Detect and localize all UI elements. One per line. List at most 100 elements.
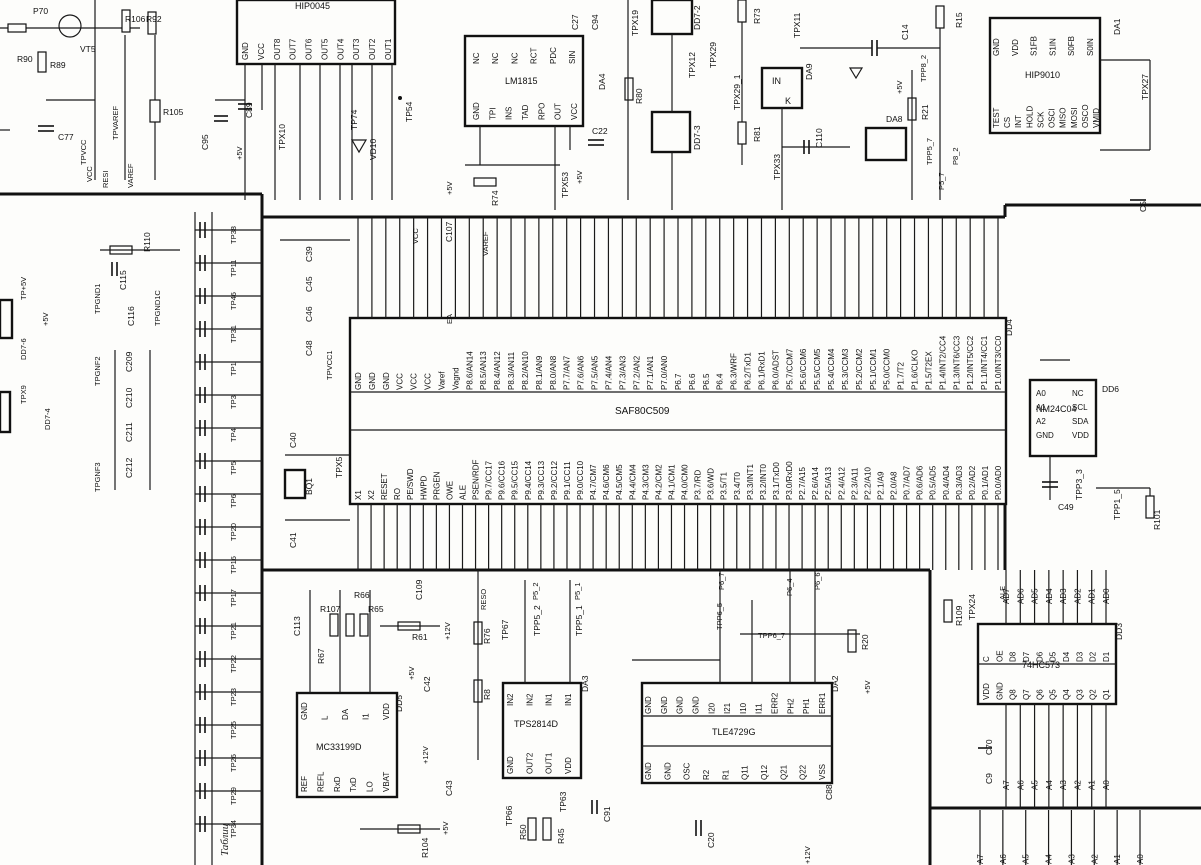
hip0045-pin-5: OUT5	[320, 38, 329, 60]
hip9010-top-pin-3: S1IN	[1048, 38, 1057, 56]
saf-top-pin-12: P8.2/AN10	[521, 351, 530, 390]
c22-label: C22	[592, 126, 608, 136]
tpx24-label: TPX24	[967, 594, 977, 620]
dd7-area: DD7-2 DD7-3 TPX19 R80 TPX12 TPX29 TPX29_…	[624, 0, 908, 210]
tle4729-bot-pin-2: OSC	[683, 762, 692, 780]
hc573-bot-pin-7: Q3	[1075, 689, 1084, 700]
tp-left-6: TP4	[229, 428, 238, 442]
da9-in: IN	[772, 76, 781, 86]
saf-top-pin-43: P1.3/INT6/CC3	[952, 335, 961, 390]
hc573-top-pin-7: D3	[1075, 651, 1084, 662]
vd10-diode	[350, 139, 368, 154]
c14-label: C14	[900, 24, 910, 40]
saf-top-pin-3: VCC	[396, 373, 405, 390]
saf-bot-pin-29: P3.4/T0	[733, 471, 742, 500]
tpgnd1-net: TPGND1	[93, 284, 102, 314]
p70-label: P70	[33, 6, 48, 16]
saf-bot-pin-44: P0.5/AD5	[929, 465, 938, 500]
c49-label: C49	[1058, 502, 1074, 512]
vcc-net-a: VCC	[85, 166, 94, 182]
hip9010-ref: DA1	[1112, 18, 1122, 35]
c46-label: C46	[304, 306, 314, 322]
c41-label: C41	[288, 532, 298, 548]
tle4729-bot-pin-5: Q11	[741, 765, 750, 780]
saf-top-pin-36: P5.2/CCM2	[855, 348, 864, 390]
saf-top-pin-21: P7.1/AN1	[646, 355, 655, 390]
nm24c04-right-pin-0: NC	[1072, 389, 1084, 398]
saf-supply: C39 C45 C46 C48 TPVCC1 VCC C107 VAREF EA…	[280, 221, 490, 548]
r73-resistor	[737, 0, 747, 23]
tp-left-8: TP6	[229, 494, 238, 508]
tp-left-5: TP3	[229, 395, 238, 409]
saf-bot-pin-1: X2	[367, 490, 376, 500]
c42-label: C42	[422, 676, 432, 692]
c115-label: C115	[118, 270, 128, 290]
mc33199-bot-pin-2: RxD	[333, 776, 342, 792]
p12v-tps: +12V	[421, 746, 430, 764]
frame-lines	[0, 192, 1201, 865]
hip9010-bot-pin-2: INT	[1014, 115, 1023, 128]
c70-label: C70	[984, 739, 994, 755]
saf-bot-pin-32: P3.1/TxD0	[772, 462, 781, 500]
tps2814-top-pin-1: IN2	[525, 693, 534, 706]
r74-resistor	[473, 177, 497, 187]
tpx11-label: TPX11	[792, 12, 802, 38]
tpx27-label: TPX27	[1140, 74, 1150, 100]
hip9010-bot-pin-4: SCK	[1036, 111, 1045, 128]
varef-net-b: VAREF	[481, 231, 490, 256]
vt5-area: R90 R89 P70 VT5 R106 R92 R105 C77 TPVCC …	[0, 0, 184, 188]
r73-label: R73	[752, 8, 762, 24]
tpgnf2-net: TPGNF2	[93, 356, 102, 386]
saf-bot-pin-49: P0.0/AD0	[994, 465, 1003, 500]
tps2814-bot-pin-2: OUT1	[545, 752, 554, 774]
ea-net: EA	[445, 314, 454, 324]
tps2814-name: TPS2814D	[514, 719, 559, 729]
da8-chip	[864, 126, 908, 162]
saf-top-pin-18: P7.4/AN4	[604, 355, 613, 390]
mc33199-top-pin-4: VDD	[382, 703, 391, 720]
saf-top-pin-46: P1.0/INT3/CC0	[994, 335, 1003, 390]
lm1815-bot-pin-5: OUT	[554, 103, 563, 120]
r90-label: R90	[17, 54, 33, 64]
c211-label: C211	[124, 422, 134, 442]
tle4729-top-pin-7: I11	[755, 703, 764, 714]
tp67-label: TP67	[500, 619, 510, 640]
dd7-6-stub	[0, 298, 14, 340]
lm1815-top-pin-1: NC	[491, 52, 500, 64]
r81-label: R81	[752, 126, 762, 142]
dd7-4-stub	[0, 390, 12, 434]
mc33199-bot-pin-1: REFL	[316, 771, 325, 792]
r89-label: R89	[50, 60, 66, 70]
tps2814-bot-pin-1: OUT2	[525, 752, 534, 774]
r109-label: R109	[954, 605, 964, 626]
saf-bot-pin-47: P0.2/AD2	[968, 465, 977, 500]
saf-bot-pin-14: P9.3/CC13	[537, 460, 546, 500]
p5-7-net: P5_7	[937, 172, 946, 190]
nm24c04-right-pin-2: SDA	[1072, 417, 1089, 426]
c27-label: C27	[570, 14, 580, 30]
saf-top-pin-9: P8.5/AN13	[479, 351, 488, 390]
c88-label: C88	[824, 784, 834, 800]
c109-label: C109	[414, 579, 424, 600]
tle4729-top-pin-0: GND	[644, 696, 653, 714]
tpx5-label: TPX5	[334, 456, 344, 478]
c14-area: C14 R15 R21 TPP8_2 TPP5_7 P8_2 P5_7 +5V	[800, 5, 964, 200]
tle4729-top-pin-4: I20	[707, 702, 716, 714]
c89-label: C89	[244, 102, 254, 118]
saf-bot-pin-8: ALE	[458, 485, 467, 500]
mc33199-top-pin-1: L	[321, 715, 330, 720]
side-caption: Таблиц	[219, 823, 231, 856]
r21-label: R21	[920, 104, 930, 120]
tle4729-top-pin-11: ERR1	[818, 692, 827, 714]
saf-bot-pin-34: P2.7/A15	[798, 467, 807, 500]
c40-label: C40	[288, 432, 298, 448]
saf-bot-pin-35: P2.6/A14	[811, 467, 820, 500]
tps2814-bot-pin-0: GND	[506, 756, 515, 774]
p6-6-net: P6_6	[813, 572, 822, 590]
c45-label: C45	[304, 276, 314, 292]
saf-bot-pin-48: P0.1/AD1	[981, 465, 990, 500]
